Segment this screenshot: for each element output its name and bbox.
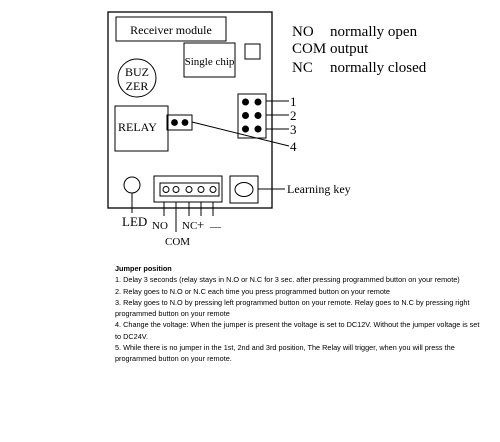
terminal-screw-com (172, 186, 180, 193)
legend-abbr-no: NO (292, 24, 314, 40)
buzzer-label-line1: BUZ (125, 65, 149, 79)
terminal-block-inner (159, 182, 220, 197)
learning-key-box (229, 175, 259, 204)
buzzer-circle (117, 58, 157, 98)
jumper-4-leader (191, 121, 290, 147)
jumper-number-4: 4 (290, 139, 297, 154)
receiver-module-box (115, 16, 227, 42)
relay-label: RELAY (118, 120, 157, 134)
legend-abbr-nc: NC (292, 60, 313, 76)
led-label: LED (122, 214, 147, 229)
note-item-5: 5. While there is no jumper in the 1st, … (115, 343, 455, 364)
legend-meaning-no: normally open (330, 24, 418, 40)
jumper-1-pin (254, 98, 262, 106)
led-circle (123, 176, 141, 194)
jumper-4-pin (171, 119, 178, 126)
terminal-label-minus: — (209, 221, 222, 233)
receiver-module-label: Receiver module (130, 23, 212, 37)
single-chip-box (183, 42, 236, 78)
note-item-2: 2. Relay goes to N.O or N.C each time yo… (115, 286, 390, 296)
note-item-1: 1. Delay 3 seconds (relay stays in N.O o… (115, 275, 460, 285)
single-chip-label: Single chip (185, 56, 235, 68)
terminal-label-plus: + (197, 217, 204, 232)
terminal-screw-minus (209, 186, 217, 193)
terminal-screw-plus (197, 186, 205, 193)
legend-meaning-com: output (329, 41, 369, 57)
legend-row-no: NO normally open (292, 24, 426, 41)
note-item-3: 3. Relay goes to N.O by pressing left pr… (115, 297, 470, 319)
jumper-2-pin (254, 112, 262, 119)
learning-key-label: Learning key (287, 182, 351, 196)
jumper-4-pin (181, 119, 189, 126)
legend-abbr-com: COM (292, 41, 327, 57)
notes-title: Jumper position (115, 264, 172, 273)
small-component-square (244, 43, 261, 60)
legend-meaning-nc: normally closed (330, 60, 427, 76)
jumper-3-pin (242, 125, 249, 133)
jumper-3-pin (254, 125, 262, 133)
legend-row-nc: NC normally closed (292, 60, 426, 77)
terminal-screw-nc (185, 186, 193, 193)
relay-box (114, 105, 169, 152)
terminal-legend: NO normally open COM output NC normally cl… (292, 24, 426, 77)
jumper-number-1: 1 (290, 94, 297, 109)
jumper-notes: Jumper position 1. Delay 3 seconds (rela… (115, 263, 485, 365)
jumper-number-3: 3 (290, 122, 297, 137)
board-outline (107, 11, 273, 209)
terminal-screw-no (162, 186, 170, 193)
terminal-label-nc: NC (182, 220, 197, 232)
terminal-block (153, 175, 223, 203)
jumper-number-2: 2 (290, 108, 297, 123)
terminal-label-com: COM (165, 236, 190, 248)
buzzer-label-line2: ZER (126, 79, 149, 93)
legend-row-com: COM output (292, 41, 426, 58)
terminal-label-no: NO (152, 220, 168, 232)
learning-key-button (234, 182, 254, 197)
note-item-4: 4. Change the voltage: When the jumper i… (115, 320, 480, 341)
jumper-1-3-header (237, 93, 267, 139)
jumper-2-pin (242, 112, 249, 119)
jumper-1-pin (242, 98, 249, 106)
